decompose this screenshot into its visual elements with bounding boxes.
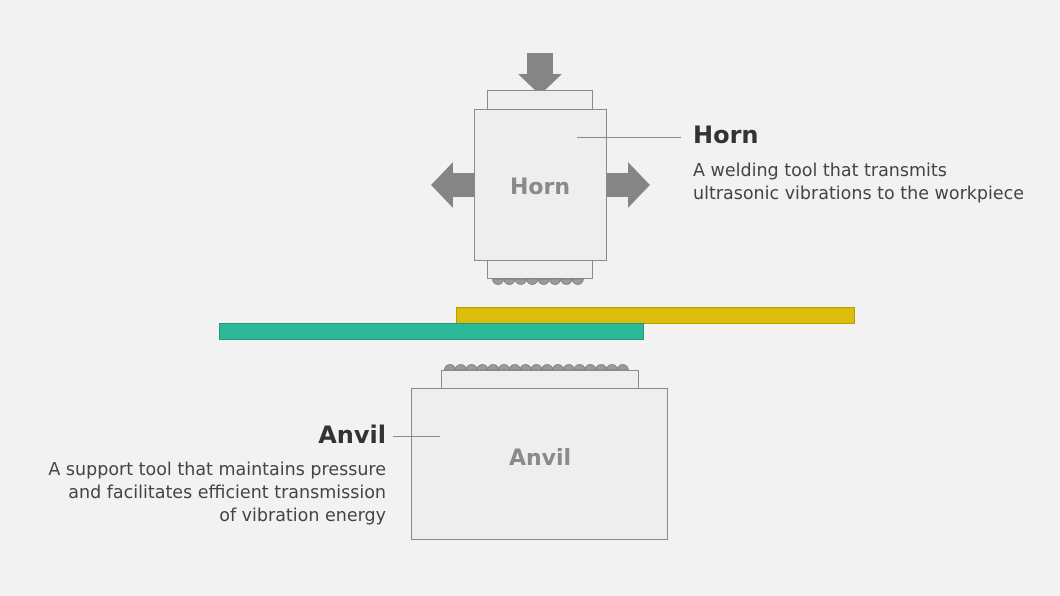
knurl-tooth: [530, 364, 543, 371]
horn-box-label: Horn: [510, 175, 570, 200]
left-arrow-icon: [431, 162, 474, 208]
knurl-tooth: [503, 278, 516, 285]
knurl-tooth: [487, 364, 500, 371]
knurl-tooth: [465, 364, 478, 371]
knurl-tooth: [514, 278, 527, 285]
anvil-title: Anvil: [318, 421, 386, 449]
knurl-tooth: [454, 364, 467, 371]
anvil-box-label: Anvil: [509, 446, 571, 471]
anvil-knurl: [444, 364, 629, 371]
right-arrow-icon: [607, 162, 650, 208]
anvil-body: [411, 388, 668, 540]
knurl-tooth: [537, 278, 550, 285]
horn-description: A welding tool that transmits ultrasonic…: [693, 160, 1024, 206]
knurl-tooth: [498, 364, 510, 371]
anvil-description-line: and facilitates efficient transmission: [68, 483, 386, 503]
anvil-top-plate: [441, 370, 639, 389]
knurl-tooth: [571, 278, 584, 285]
horn-description-line: A welding tool that transmits: [693, 161, 947, 181]
horn-tip-plate: [487, 260, 593, 279]
knurl-tooth: [606, 364, 618, 371]
knurl-tooth: [508, 364, 521, 371]
down-arrow-icon: [518, 53, 562, 95]
horn-title: Horn: [693, 121, 759, 149]
anvil-description-line: A support tool that maintains pressure: [48, 460, 386, 480]
anvil-description: A support tool that maintains pressure a…: [48, 459, 386, 528]
horn-knurl: [492, 278, 584, 285]
knurl-tooth: [444, 364, 456, 371]
knurl-tooth: [492, 278, 504, 285]
horn-body: [474, 109, 607, 261]
knurl-tooth: [519, 364, 532, 371]
workpiece-upper-sheet: [456, 307, 855, 324]
knurl-tooth: [616, 364, 629, 371]
knurl-tooth: [562, 364, 575, 371]
horn-top-plate: [487, 90, 593, 110]
knurl-tooth: [549, 278, 561, 285]
knurl-tooth: [526, 278, 539, 285]
workpiece-lower-sheet: [219, 323, 644, 340]
anvil-description-line: of vibration energy: [219, 506, 386, 526]
knurl-tooth: [595, 364, 608, 371]
knurl-tooth: [584, 364, 597, 371]
knurl-tooth: [560, 278, 573, 285]
knurl-tooth: [541, 364, 554, 371]
horn-description-line: ultrasonic vibrations to the workpiece: [693, 184, 1025, 204]
knurl-tooth: [573, 364, 586, 371]
knurl-tooth: [552, 364, 564, 371]
knurl-tooth: [476, 364, 489, 371]
